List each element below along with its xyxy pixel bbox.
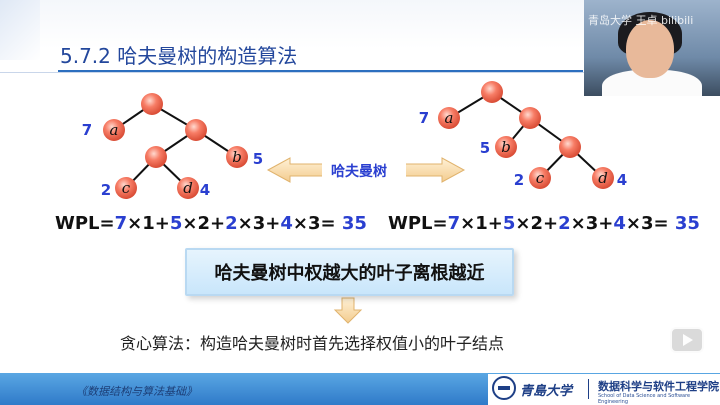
right-leaf-c-letter: c — [536, 169, 545, 187]
corner-decoration — [0, 0, 40, 60]
presenter-face — [626, 20, 674, 78]
play-icon[interactable] — [670, 327, 704, 353]
video-watermark: 青岛大学 王卓 bilibili — [588, 14, 694, 27]
course-name: 《数据结构与算法基础》 — [76, 385, 197, 398]
university-logo-icon — [492, 376, 516, 400]
left-leaf-d — [177, 177, 199, 199]
left-internal-node-2 — [145, 146, 167, 168]
left-leaf-c-letter: c — [122, 179, 131, 197]
left-leaf-d-letter: d — [183, 179, 193, 197]
school-name-en: School of Data Science and Software Engi… — [598, 393, 691, 405]
footer-separator — [588, 379, 589, 399]
greedy-algorithm-note: 贪心算法：构造哈夫曼树时首先选择权值小的叶子结点 — [120, 334, 505, 353]
right-leaf-c — [529, 167, 551, 189]
school-name: 数据科学与软件工程学院 — [598, 380, 719, 393]
right-leaf-b-letter: b — [501, 138, 511, 156]
right-leaf-a — [438, 107, 460, 129]
left-weight-a: 7 — [82, 121, 92, 139]
left-root-node — [141, 93, 163, 115]
right-tree-nodes — [438, 81, 614, 189]
university-name: 青島大学 — [520, 384, 573, 399]
footer-brand-area — [488, 374, 720, 405]
right-root-node — [481, 81, 503, 103]
left-weight-b: 5 — [253, 150, 263, 168]
right-weight-d: 4 — [617, 171, 627, 189]
left-tree-edges — [113, 103, 238, 189]
huffman-tree-label: 哈夫曼树 — [331, 164, 387, 180]
wpl-formula-left: WPL=7×1+5×2+2×3+4×3= 35 — [55, 213, 367, 234]
right-internal-node-2 — [559, 136, 581, 158]
left-leaf-a — [103, 119, 125, 141]
slide-title: 5.7.2 哈夫曼树的构造算法 — [60, 44, 298, 68]
left-weight-d: 4 — [200, 181, 210, 199]
right-leaf-a-letter: a — [445, 109, 454, 127]
left-leaf-c — [115, 177, 137, 199]
right-weight-a: 7 — [419, 109, 429, 127]
left-tree-nodes — [103, 93, 248, 199]
left-weight-c: 2 — [101, 181, 111, 199]
right-tree-edges — [448, 91, 604, 179]
right-leaf-d — [592, 167, 614, 189]
wpl-formula-right: WPL=7×1+5×2+2×3+4×3= 35 — [388, 213, 700, 234]
title-underline — [58, 70, 583, 72]
right-leaf-b — [495, 136, 517, 158]
title-divider — [0, 72, 720, 73]
right-leaf-d-letter: d — [598, 169, 608, 187]
left-internal-node-1 — [185, 119, 207, 141]
left-leaf-b — [226, 146, 248, 168]
presenter-video: 青岛大学 王卓 bilibili — [584, 0, 720, 96]
right-internal-node-1 — [519, 107, 541, 129]
right-weight-b: 5 — [480, 139, 490, 157]
left-leaf-b-letter: b — [232, 148, 242, 166]
down-arrow-icon — [333, 297, 363, 324]
left-leaf-a-letter: a — [110, 121, 119, 139]
right-weight-c: 2 — [514, 171, 524, 189]
conclusion-banner: 哈夫曼树中权越大的叶子离根越近 — [185, 248, 514, 296]
